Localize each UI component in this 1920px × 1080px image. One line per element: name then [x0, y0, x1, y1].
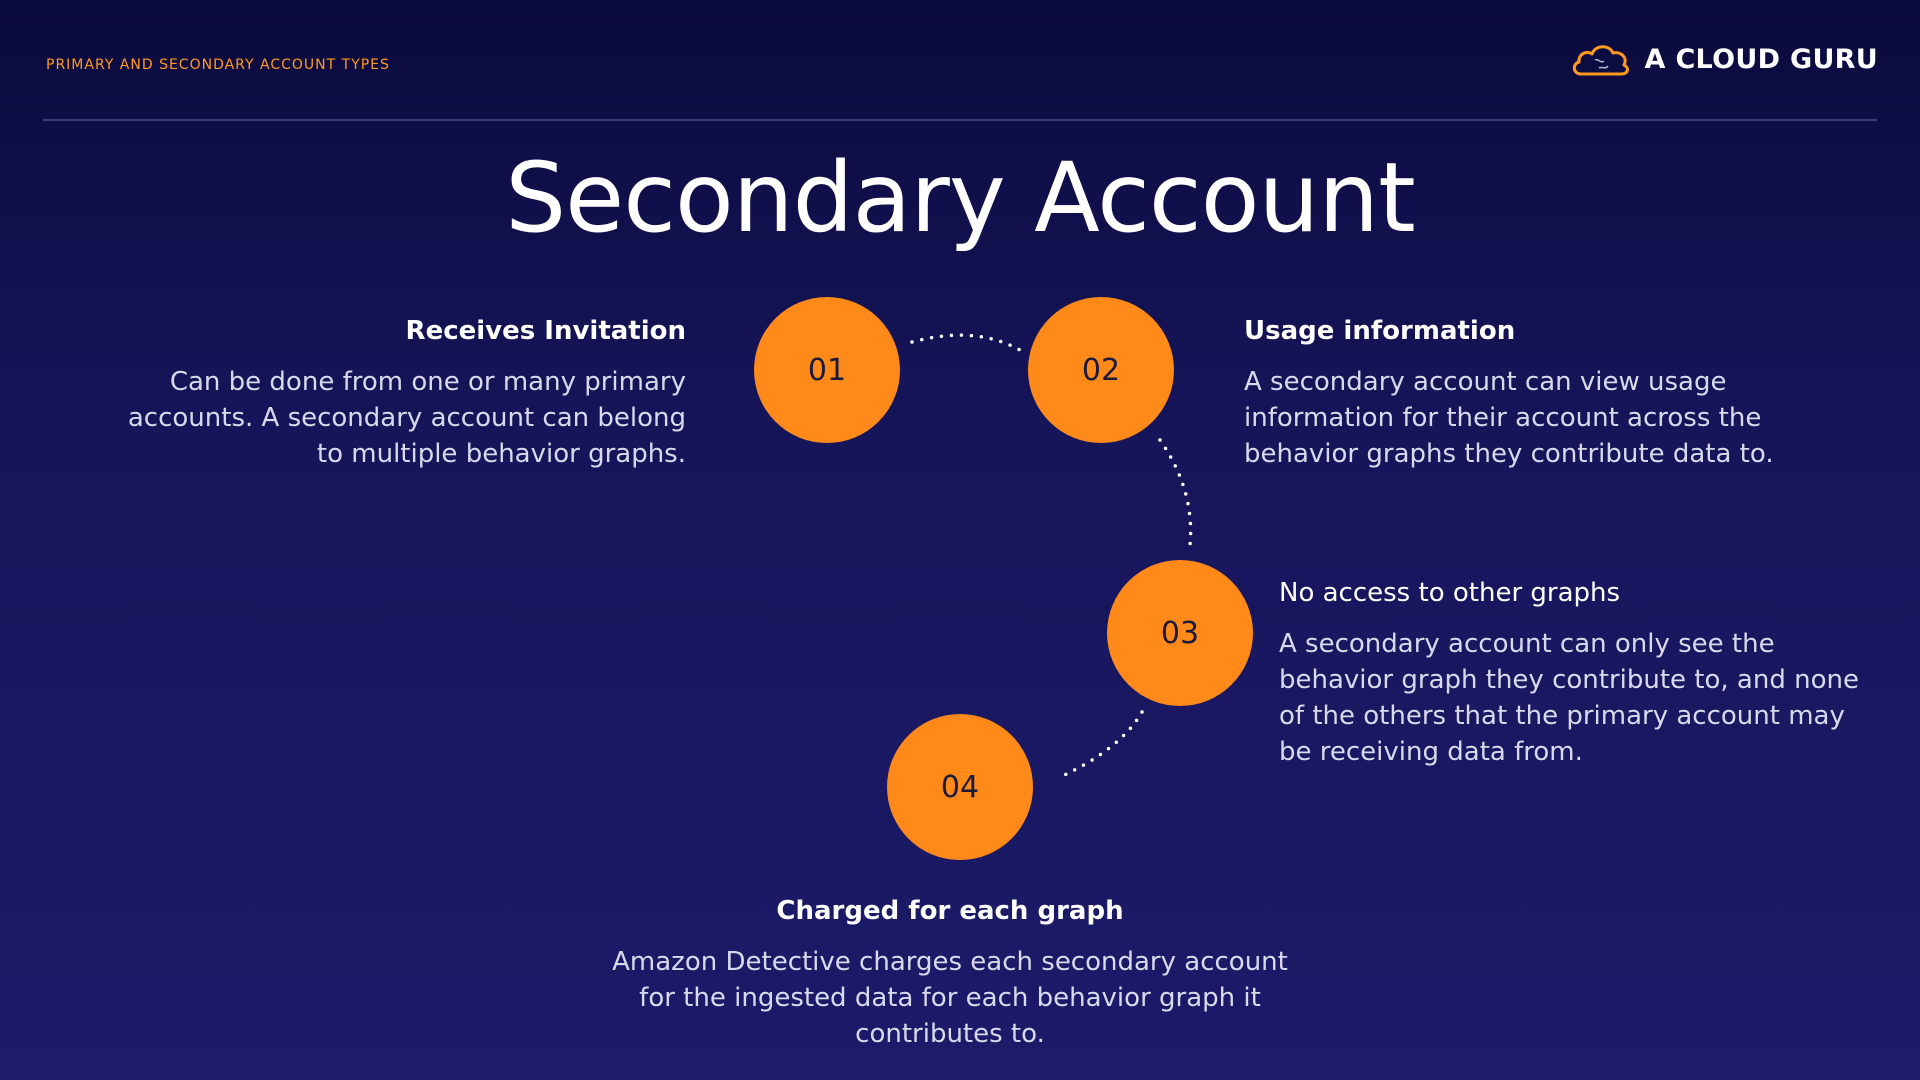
cloud-icon [1572, 45, 1629, 76]
section-label: PRIMARY AND SECONDARY ACCOUNT TYPES [46, 57, 390, 73]
page-title: Secondary Account [505, 142, 1416, 254]
step-01-body: Can be done from one or many primary acc… [127, 367, 686, 469]
step-04-text: Charged for each graph Amazon Detective … [600, 896, 1300, 1052]
connector-03-04 [1056, 710, 1144, 780]
step-03-circle: 03 [1107, 560, 1253, 706]
step-03-body: A secondary account can only see the beh… [1279, 629, 1859, 767]
step-03-text: No access to other graphs A secondary ac… [1279, 578, 1879, 770]
step-02-circle: 02 [1028, 297, 1174, 443]
step-04-body: Amazon Detective charges each secondary … [612, 947, 1288, 1049]
connector-01-02 [910, 333, 1022, 352]
step-01-heading: Receives Invitation [405, 316, 686, 346]
step-04-heading: Charged for each graph [776, 896, 1124, 926]
step-02-text: Usage information A secondary account ca… [1244, 316, 1854, 472]
step-01-circle: 01 [754, 297, 900, 443]
brand: A CLOUD GURU [1569, 38, 1878, 80]
brand-name: A CLOUD GURU [1644, 43, 1878, 75]
step-03-heading: No access to other graphs [1279, 578, 1621, 608]
step-02-heading: Usage information [1244, 316, 1516, 346]
header-divider [43, 119, 1877, 121]
connector-02-03 [1158, 438, 1193, 547]
step-04-circle: 04 [887, 714, 1033, 860]
step-01-text: Receives Invitation Can be done from one… [120, 316, 686, 472]
step-02-body: A secondary account can view usage infor… [1244, 367, 1774, 469]
